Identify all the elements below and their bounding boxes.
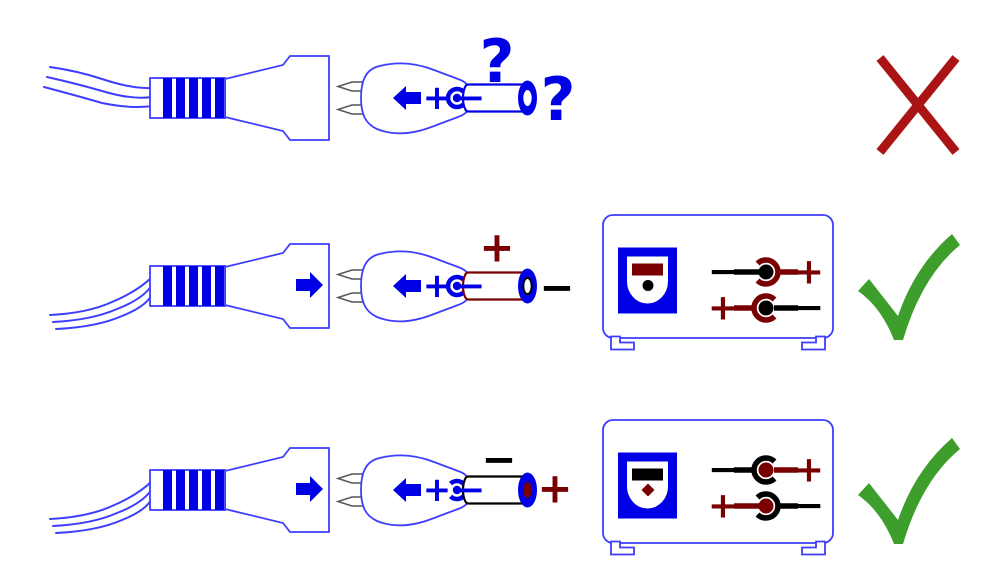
- center-pin-dot-icon: [758, 264, 774, 280]
- adapter-plus-label: +: [423, 266, 452, 306]
- meter-icon: [632, 263, 663, 291]
- adapter-minus-label: −: [457, 470, 486, 510]
- check-icon: [858, 234, 960, 340]
- barrel-connector: [461, 471, 539, 509]
- jack-right-sign: −: [794, 288, 824, 329]
- center-pin-dot-icon: [758, 498, 774, 514]
- barrel-tip-hole: [523, 482, 532, 498]
- power-cord: [43, 66, 153, 108]
- jack-right-sign: +: [794, 252, 824, 293]
- tip-question-label: ?: [541, 65, 576, 135]
- row-unknown-polarity: + − ? ?: [43, 27, 956, 152]
- cross-icon: [880, 58, 956, 152]
- jack-left-sign: −: [708, 252, 738, 293]
- tip-polarity-label: −: [539, 263, 574, 312]
- powered-device: − + + −: [602, 419, 834, 556]
- sleeve-polarity-label: −: [481, 435, 516, 484]
- polarity-dot-icon: [452, 93, 462, 103]
- jack-polarity-symbol: + −: [708, 486, 824, 527]
- jack-right-sign: −: [794, 486, 824, 527]
- adapter-plus-label: +: [423, 470, 452, 510]
- jack-left-sign: +: [708, 486, 738, 527]
- barrel-connector: [461, 79, 539, 117]
- jack-left-sign: −: [708, 450, 738, 491]
- jack-right-sign: +: [794, 450, 824, 491]
- jack-polarity-symbol: − +: [708, 450, 824, 491]
- polarity-dot-icon: [452, 281, 462, 291]
- barrel-connector: [461, 267, 539, 305]
- power-cord: [49, 480, 153, 534]
- center-pin-dot-icon: [758, 462, 774, 478]
- barrel-tip-hole: [522, 277, 533, 295]
- barrel-tip-hole: [523, 90, 532, 106]
- jack-polarity-symbol: − +: [708, 252, 824, 293]
- power-cord: [49, 276, 153, 330]
- powered-device: − + + −: [602, 214, 834, 351]
- sleeve-question-label: ?: [480, 27, 515, 97]
- jack-polarity-symbol: + −: [708, 288, 824, 329]
- sleeve-polarity-label: +: [479, 223, 514, 272]
- polarity-dot-icon: [452, 485, 462, 495]
- adapter-plus-label: +: [423, 78, 452, 118]
- center-pin-dot-icon: [758, 300, 774, 316]
- tip-polarity-label: +: [537, 464, 572, 513]
- row-center-negative: + − + − − + +: [49, 214, 960, 351]
- adapter-minus-label: −: [457, 266, 486, 306]
- meter-icon: [632, 468, 663, 497]
- check-icon: [858, 438, 960, 544]
- molded-plug: [149, 55, 330, 141]
- jack-left-sign: +: [708, 288, 738, 329]
- adapter-minus-label: −: [457, 78, 486, 118]
- row-center-positive: + − − + − + +: [49, 419, 960, 556]
